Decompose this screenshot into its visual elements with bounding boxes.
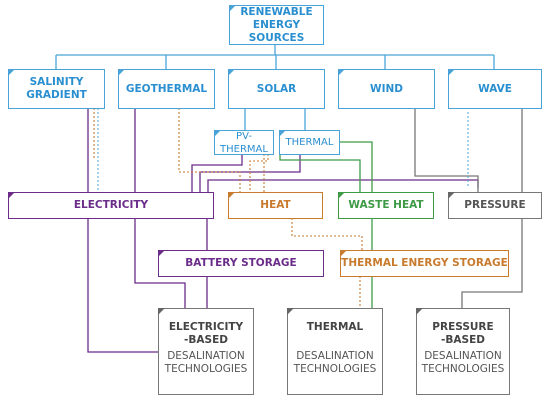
waste-heat-box: WASTE HEAT — [338, 192, 434, 219]
thermal-body: DESALINATION TECHNOLOGIES — [293, 350, 377, 375]
thermal-technologies-box: THERMAL DESALINATION TECHNOLOGIES — [287, 308, 383, 395]
electricity-based-title: ELECTRICITY -BASED — [168, 321, 244, 346]
battery-storage-box: BATTERY STORAGE — [158, 250, 324, 277]
heat-box: HEAT — [228, 192, 323, 219]
source-tree-lines — [55, 44, 495, 130]
source-wind: WIND — [338, 69, 435, 109]
waste-heat-lines — [279, 141, 373, 308]
source-geothermal: GEOTHERMAL — [118, 69, 215, 109]
pressure-based-body: DESALINATION TECHNOLOGIES — [421, 350, 505, 375]
thermal-energy-storage-box: THERMAL ENERGY STORAGE — [340, 250, 509, 277]
source-wave: WAVE — [448, 69, 542, 109]
electricity-box: ELECTRICITY — [8, 192, 214, 219]
salinity-dotted-lines — [97, 108, 469, 193]
pressure-based-title: PRESSURE -BASED — [432, 321, 494, 346]
source-solar: SOLAR — [228, 69, 325, 109]
solar-pv-thermal: PV-THERMAL — [214, 130, 274, 155]
pressure-box: PRESSURE — [448, 192, 542, 219]
pressure-lines — [414, 108, 523, 308]
electricity-based-body: DESALINATION TECHNOLOGIES — [164, 350, 248, 375]
thermal-title: THERMAL — [306, 321, 364, 333]
pressure-based-technologies-box: PRESSURE -BASED DESALINATION TECHNOLOGIE… — [416, 308, 510, 395]
heat-lines — [93, 108, 363, 308]
electricity-based-technologies-box: ELECTRICITY -BASED DESALINATION TECHNOLO… — [158, 308, 254, 395]
renewable-energy-sources-box: RENEWABLE ENERGY SOURCES — [229, 5, 324, 45]
source-salinity-gradient: SALINITY GRADIENT — [8, 69, 105, 109]
solar-thermal: THERMAL — [279, 130, 340, 155]
